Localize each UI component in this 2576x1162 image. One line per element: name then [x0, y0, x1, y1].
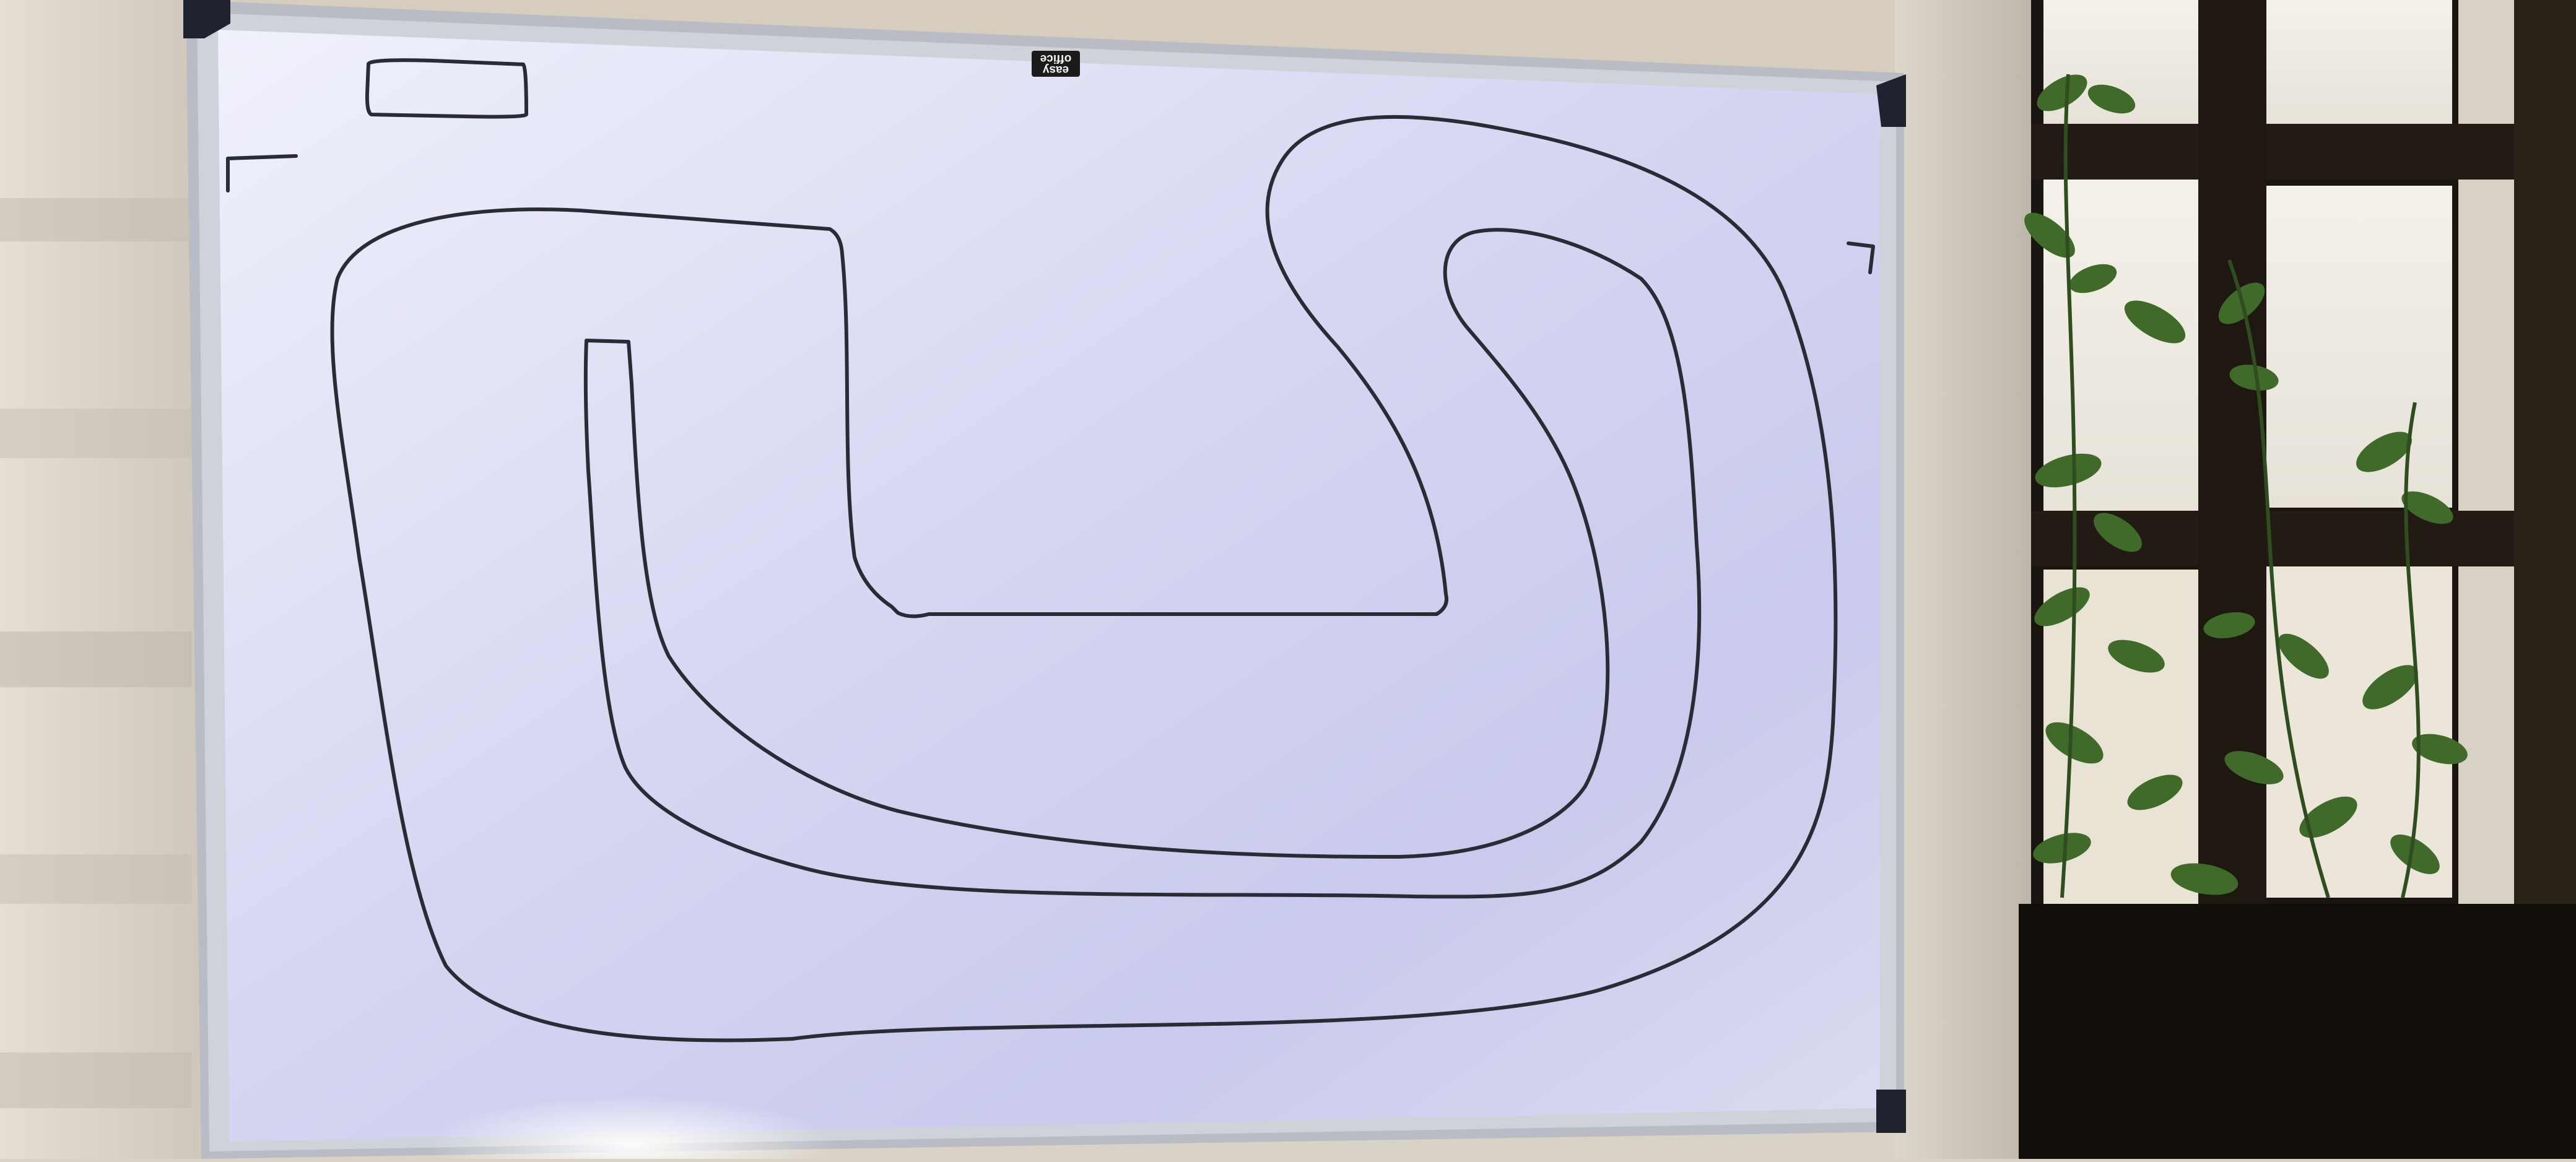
brand-tag-line1: easy [1042, 63, 1069, 76]
whiteboard [186, 0, 1904, 1162]
drawn-track [226, 58, 1875, 1043]
frame-corner-caps [183, 0, 1906, 1133]
brand-tag-line2: office [1040, 52, 1072, 65]
left-wall [0, 0, 204, 1159]
window [2019, 0, 2576, 1159]
plant-foliage [2024, 74, 2468, 895]
brand-tag: easy office [1032, 51, 1080, 77]
plant-stems [2060, 74, 2421, 898]
light-glare [427, 1096, 836, 1162]
wall-pillar [1895, 0, 2037, 1159]
